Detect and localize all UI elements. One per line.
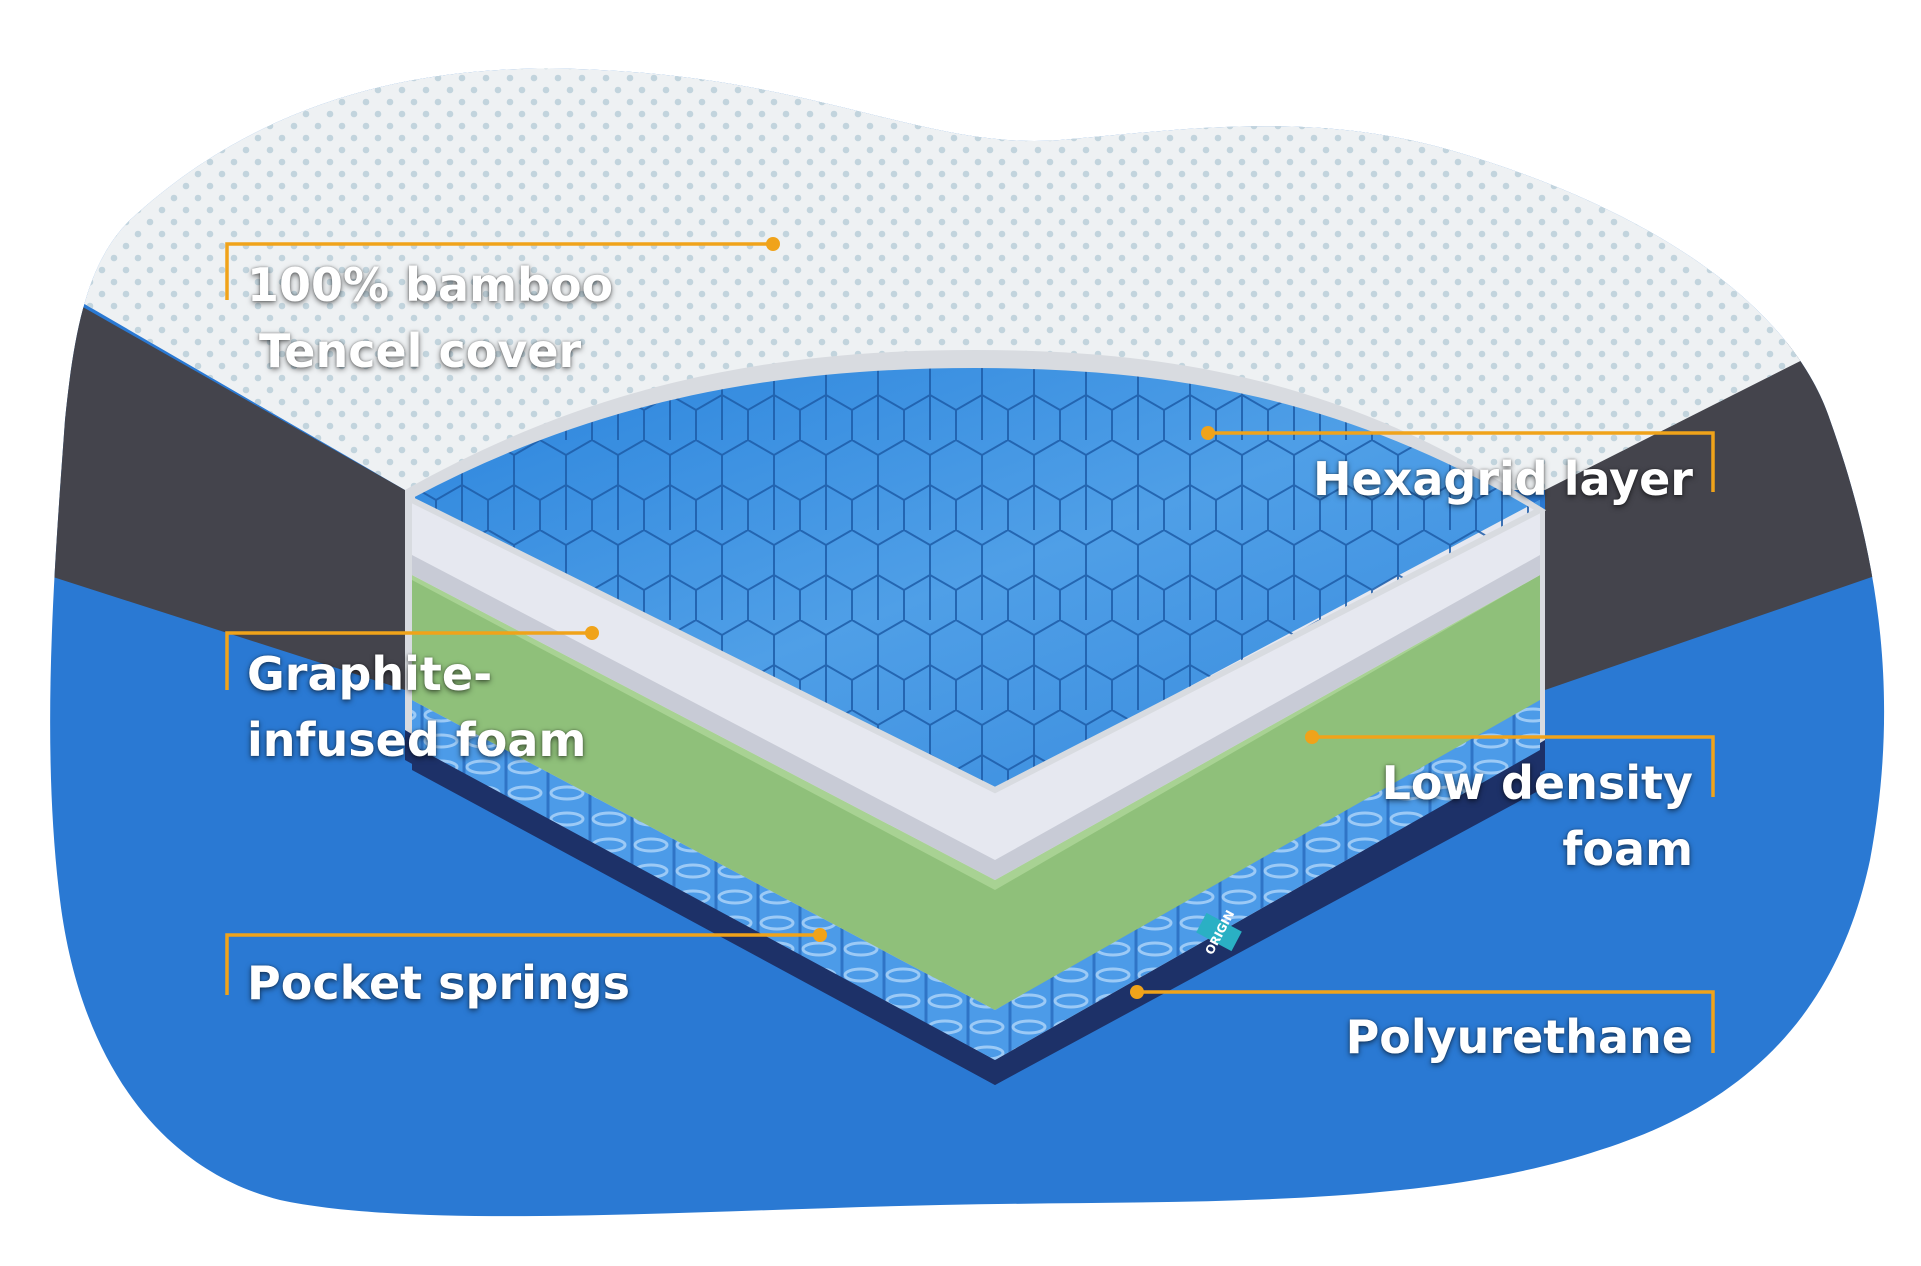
leader-cover <box>225 242 773 300</box>
leader-polyurethane <box>1137 990 1715 1053</box>
leader-dots <box>585 237 1319 999</box>
leader-lines <box>225 242 1715 1053</box>
leader-graphite <box>225 631 592 690</box>
label-low-density: Low density foam <box>1381 756 1693 876</box>
label-cover: 100% bamboo Tencel cover <box>247 258 614 378</box>
pocket-springs-layer <box>412 690 1540 1060</box>
graphite-foam-layer <box>412 560 1540 1010</box>
label-graphite: Graphite- infused foam <box>247 647 587 767</box>
brand-tag <box>1196 912 1242 952</box>
label-hexagrid: Hexagrid layer <box>1313 452 1693 506</box>
label-polyurethane: Polyurethane <box>1345 1010 1693 1064</box>
leader-pocket-springs <box>225 933 820 995</box>
mattress-side-left <box>50 260 405 690</box>
leader-low-density <box>1312 735 1715 797</box>
label-pocket-springs: Pocket springs <box>247 956 630 1010</box>
leader-hexagrid <box>1208 431 1715 492</box>
